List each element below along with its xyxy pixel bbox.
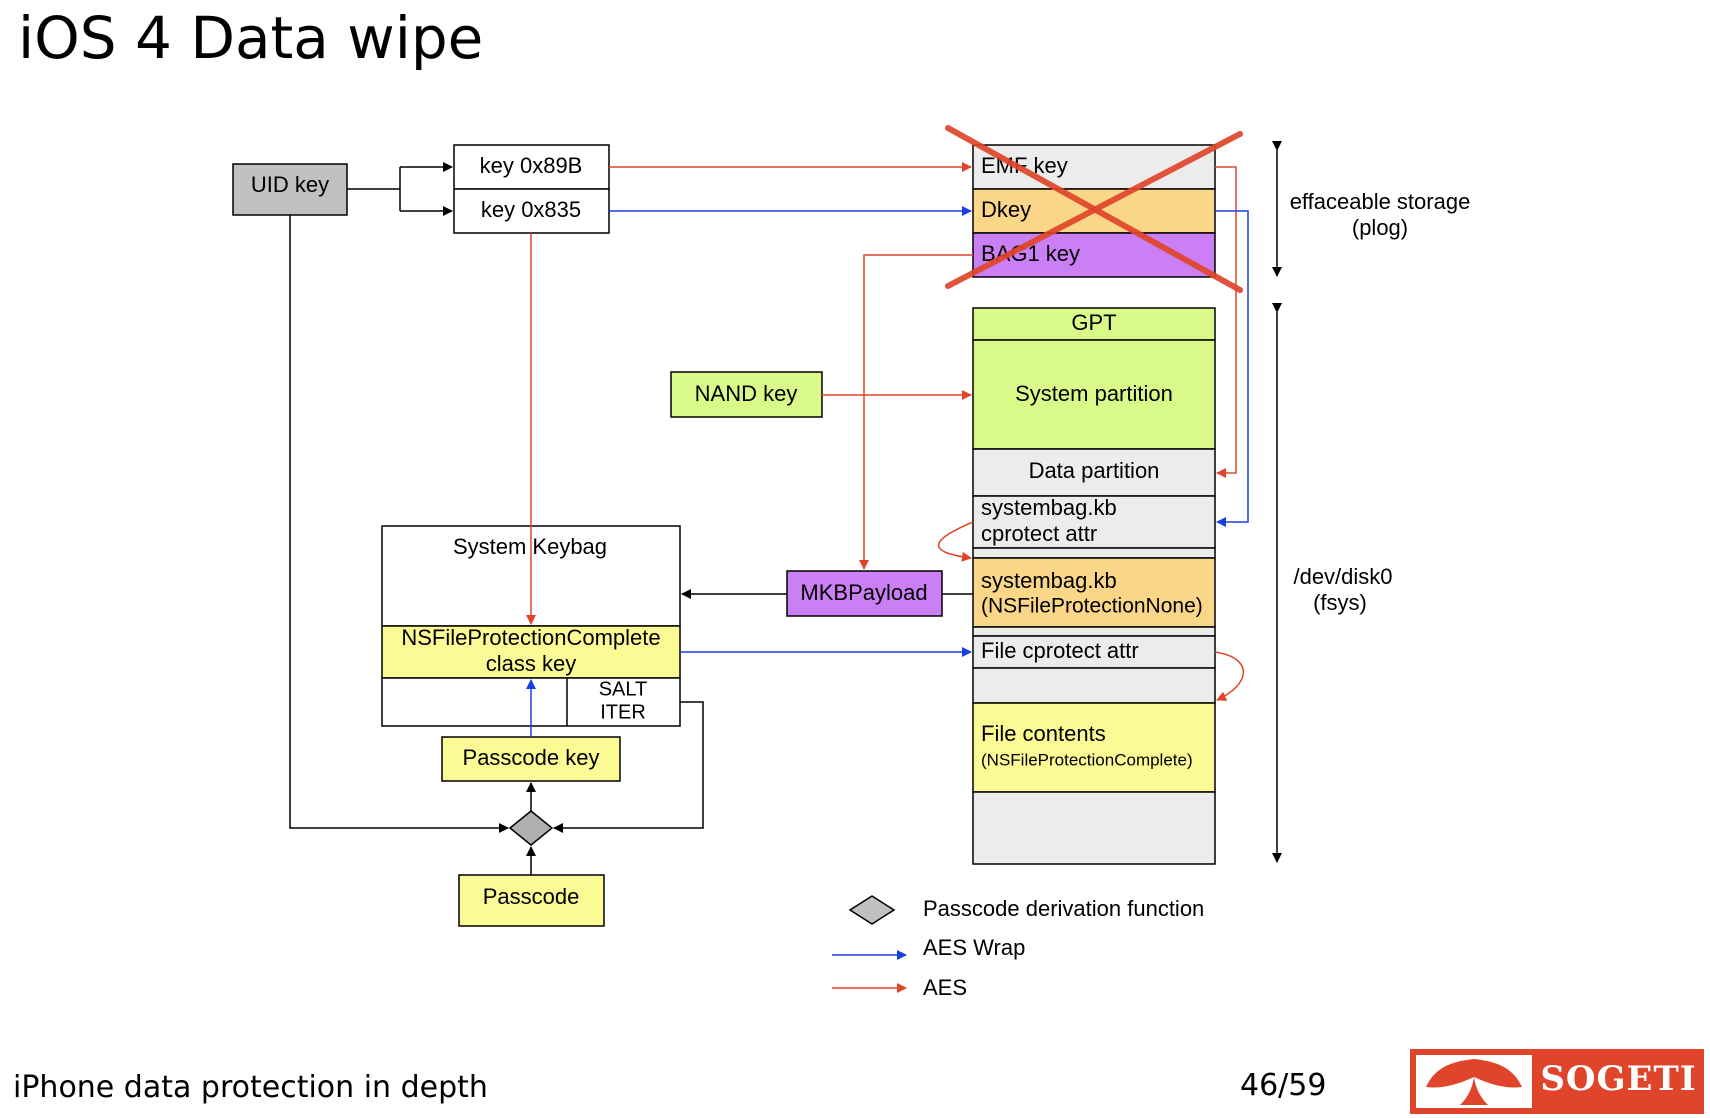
uid-to-derivation-arrow — [289, 215, 509, 833]
key-0x835-label: key 0x835 — [481, 197, 581, 222]
gpt-box — [972, 307, 1216, 341]
spade-icon — [1426, 1059, 1522, 1105]
uid-key-box — [232, 163, 348, 216]
legend-derivation-label: Passcode derivation function — [923, 896, 1204, 921]
gap-box-1 — [972, 547, 1216, 559]
ns-protection-none-label: (NSFileProtectionNone) — [981, 595, 1203, 618]
file-contents-box — [972, 702, 1216, 793]
page-indicator: 46/59 — [1240, 1068, 1327, 1103]
key-0x89b-box — [453, 144, 610, 190]
bag1-to-mkb-arrow — [859, 254, 973, 570]
class-key-label-2: class key — [486, 651, 576, 676]
mkb-payload-label: MKBPayload — [800, 580, 927, 605]
nand-key-label: NAND key — [695, 381, 798, 406]
systembag-none-box — [972, 557, 1216, 628]
emf-to-data-partition-arrow — [1215, 166, 1237, 478]
iter-label: ITER — [600, 701, 646, 723]
disk-label-2: (fsys) — [1313, 590, 1367, 615]
key-0x89b-label: key 0x89B — [480, 153, 583, 178]
data-partition-label: Data partition — [1029, 458, 1160, 483]
logo-wordmark: SOGETI — [1540, 1059, 1697, 1099]
legend-aes-wrap-label: AES Wrap — [923, 935, 1025, 960]
salt-iter-to-derivation-arrow — [553, 701, 704, 833]
effaceable-label-2: (plog) — [1352, 215, 1408, 240]
dkey-to-cprotect-arrow — [1215, 210, 1249, 527]
disk-label-1: /dev/disk0 — [1293, 564, 1392, 589]
file-cprotect-to-contents-arrow — [1214, 651, 1244, 701]
ns-protection-complete-small-label: (NSFileProtectionComplete) — [981, 750, 1193, 769]
wipe-cross-line-2 — [945, 131, 1243, 289]
spade-emblem — [1416, 1055, 1532, 1108]
uid-key-label: UID key — [251, 172, 329, 197]
legend-diamond-icon — [848, 895, 896, 925]
systembag-kb-2-label: systembag.kb — [981, 568, 1117, 593]
gap-box-3 — [972, 667, 1216, 704]
system-keybag-label: System Keybag — [453, 534, 607, 559]
effaceable-label-1: effaceable storage — [1290, 189, 1471, 214]
data-partition-box — [972, 448, 1216, 497]
file-cprotect-attr-label: File cprotect attr — [981, 638, 1139, 663]
gpt-label: GPT — [1071, 310, 1116, 335]
cprotect-to-systembag-arrow — [937, 521, 974, 562]
passcode-key-label: Passcode key — [463, 745, 600, 770]
mkb-payload-box — [786, 570, 943, 617]
dkey-label: Dkey — [981, 197, 1031, 222]
footer-presentation-title: iPhone data protection in depth — [13, 1070, 488, 1105]
sogeti-logo: SOGETI — [1410, 1049, 1704, 1114]
salt-label: SALT — [599, 678, 648, 700]
key-0x835-box — [453, 188, 610, 234]
uid-split-line — [347, 167, 401, 211]
derivation-diamond — [508, 810, 554, 846]
class-key-label-1: NSFileProtectionComplete — [401, 625, 660, 650]
legend-aes-label: AES — [923, 975, 967, 1000]
system-partition-label: System partition — [1015, 381, 1173, 406]
slide-title: iOS 4 Data wipe — [18, 4, 484, 72]
key-hierarchy-diagram: UID key key 0x89B key 0x835 EMF key Dkey… — [232, 125, 1471, 1000]
passcode-label: Passcode — [483, 884, 580, 909]
class-key-box — [381, 625, 681, 679]
gap-box-2 — [972, 626, 1216, 637]
disk-tail-box — [972, 791, 1216, 865]
file-contents-label: File contents — [981, 721, 1106, 746]
systembag-kb-label: systembag.kb — [981, 495, 1117, 520]
cprotect-attr-label: cprotect attr — [981, 521, 1097, 546]
system-partition-box — [972, 339, 1216, 450]
nand-key-box — [670, 371, 823, 418]
